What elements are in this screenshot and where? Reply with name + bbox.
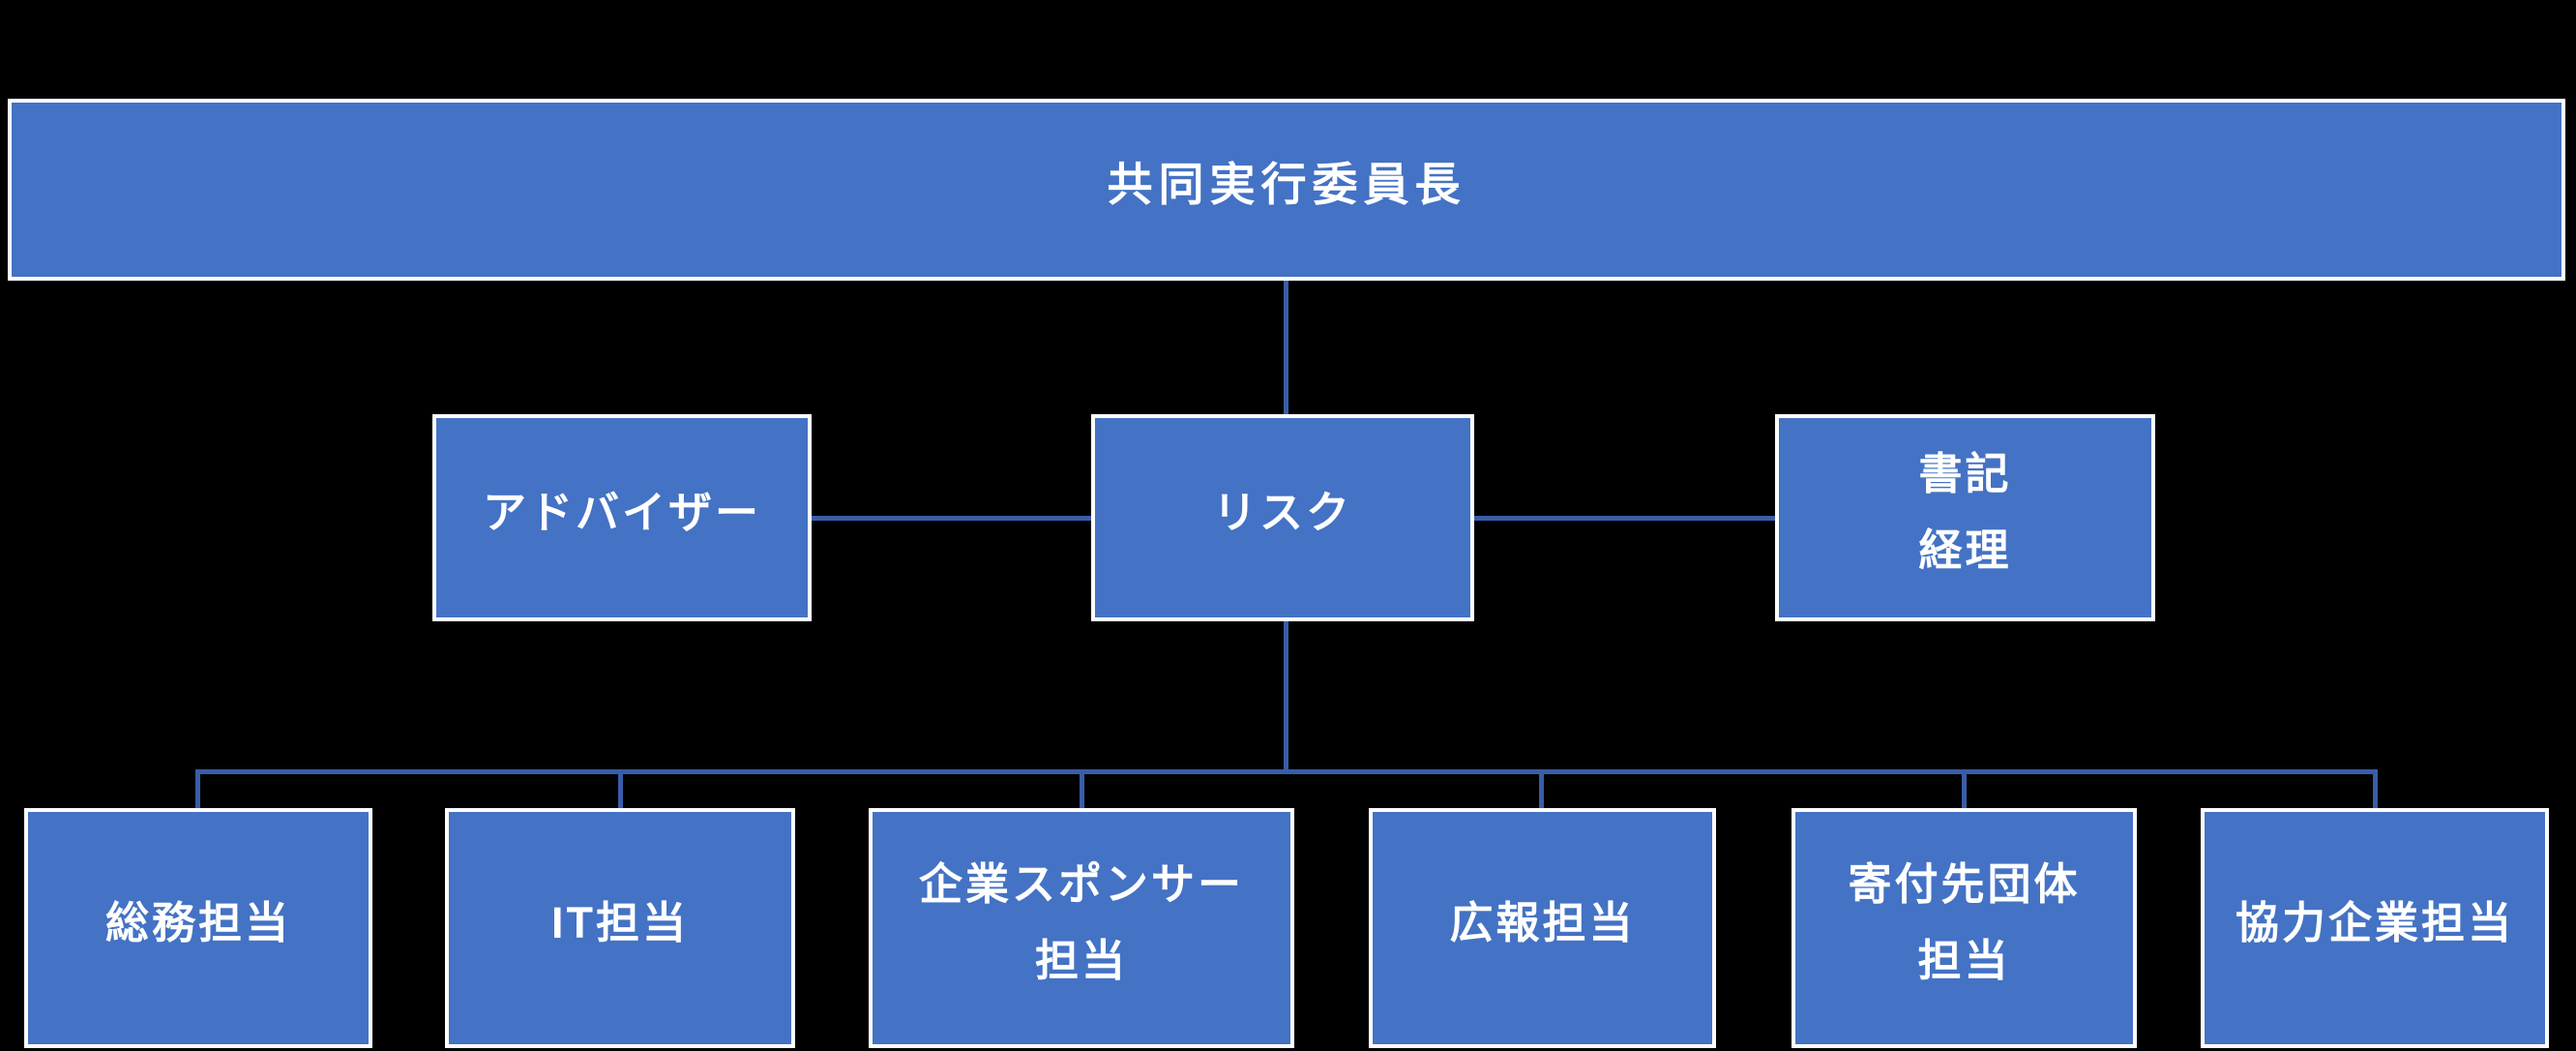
node-label: 総務担当 — [104, 897, 291, 947]
node-label: 協力企業担当 — [2235, 897, 2514, 947]
connector-risk-to-bus — [1284, 619, 1288, 772]
node-label: IT担当 — [551, 897, 689, 947]
connector-advisor-to-risk — [812, 516, 1093, 521]
node-corporate-sponsor: 企業スポンサー 担当 — [869, 808, 1294, 1048]
node-label: 広報担当 — [1449, 897, 1636, 947]
node-label: 共同実行委員長 — [1107, 158, 1466, 210]
node-label-line2: 担当 — [1917, 936, 2011, 985]
node-label-line2: 担当 — [1034, 936, 1128, 985]
node-general-affairs: 総務担当 — [24, 808, 372, 1048]
node-risk: リスク — [1091, 414, 1474, 621]
connector-drop-corporate-sponsor — [1080, 771, 1084, 810]
node-label-line2: 経理 — [1918, 526, 2012, 575]
node-label-line1: 企業スポンサー — [918, 859, 1244, 910]
node-label-line1: 寄付先団体 — [1848, 859, 2081, 910]
connector-drop-partner-companies — [2373, 771, 2378, 810]
node-label: アドバイザー — [482, 487, 761, 537]
node-partner-companies: 協力企業担当 — [2201, 808, 2549, 1048]
connector-drop-it — [618, 771, 623, 810]
connector-root-to-risk — [1284, 281, 1288, 416]
node-secretary-accounting: 書記 経理 — [1775, 414, 2155, 621]
node-donation-recipients: 寄付先団体 担当 — [1791, 808, 2137, 1048]
node-advisor: アドバイザー — [432, 414, 812, 621]
connector-risk-to-secretary — [1472, 516, 1777, 521]
node-public-relations: 広報担当 — [1369, 808, 1716, 1048]
connector-drop-general-affairs — [195, 771, 200, 810]
connector-drop-donation-recipients — [1962, 771, 1967, 810]
node-label-line1: 書記 — [1918, 449, 2012, 499]
node-it: IT担当 — [445, 808, 795, 1048]
node-root-co-chair: 共同実行委員長 — [8, 99, 2565, 281]
node-label: リスク — [1212, 487, 1352, 537]
connector-bus-line — [195, 769, 2378, 774]
connector-drop-public-relations — [1539, 771, 1544, 810]
